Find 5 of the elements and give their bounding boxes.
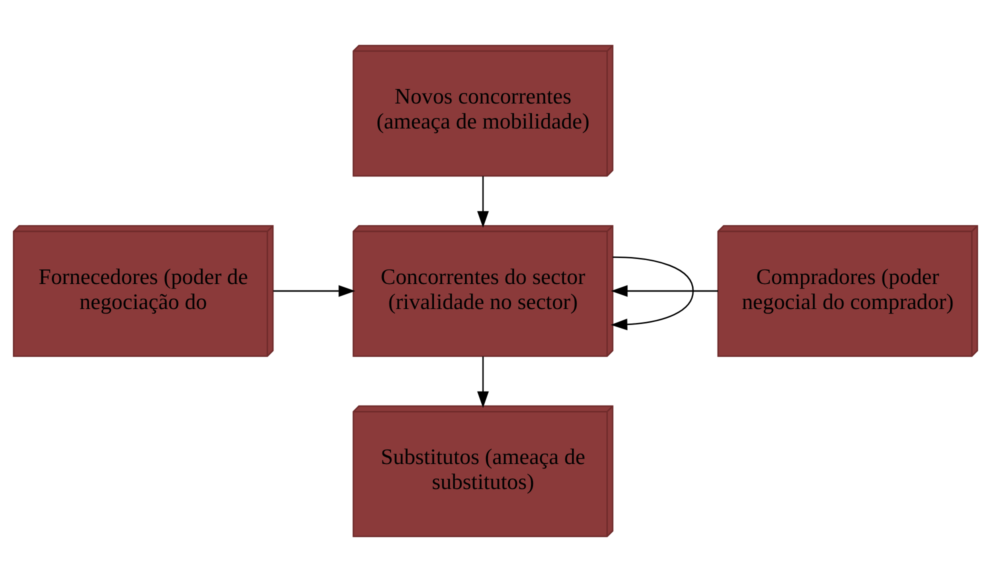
arrow [610,284,718,296]
arrow [273,284,356,296]
arrow [610,256,694,330]
arrow [477,356,489,408]
arrow [477,176,489,228]
